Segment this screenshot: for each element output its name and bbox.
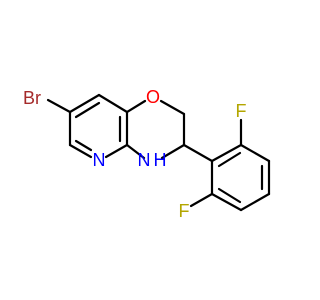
- bond-ph1-ph2-double: [217, 151, 242, 168]
- bond-o-c2: [159, 99, 186, 116]
- bond-c7-c8: [68, 93, 101, 114]
- bond-c3-nh: [160, 143, 186, 160]
- bond-group: [46, 93, 271, 212]
- bond-n-c6: [68, 143, 93, 159]
- bond-c7-c8-double: [74, 101, 101, 119]
- bond-ph4-ph5: [239, 192, 271, 212]
- bond-c-f2: [189, 192, 214, 208]
- bond-c8-c8a: [97, 93, 129, 114]
- bond-ph2-ph3: [239, 143, 271, 163]
- bond-ph5-ph6-double: [217, 187, 242, 204]
- bond-nh-c4a: [125, 143, 146, 160]
- atom-oxygen: O: [146, 87, 160, 107]
- bond-ph1-ph2: [210, 143, 243, 163]
- atom-labels: Br O N N H F F: [23, 87, 247, 221]
- atom-fluorine-top: F: [236, 101, 247, 121]
- bond-n-c6-double: [74, 139, 93, 152]
- structure-drawing: Br O N N H F F: [23, 87, 271, 221]
- atom-pyridine-nitrogen: N: [93, 150, 106, 170]
- atom-bromine: Br: [23, 88, 41, 108]
- bond-ph5-ph6: [210, 192, 243, 212]
- bond-c4a-n: [104, 143, 129, 159]
- bond-c8a-o: [125, 99, 147, 114]
- bond-br-c: [46, 98, 72, 114]
- atom-amine-hydrogen: H: [154, 150, 167, 170]
- bond-c3-aryl: [182, 143, 214, 163]
- atom-fluorine-bottom: F: [179, 201, 190, 221]
- atom-amine-nitrogen: N: [138, 150, 151, 170]
